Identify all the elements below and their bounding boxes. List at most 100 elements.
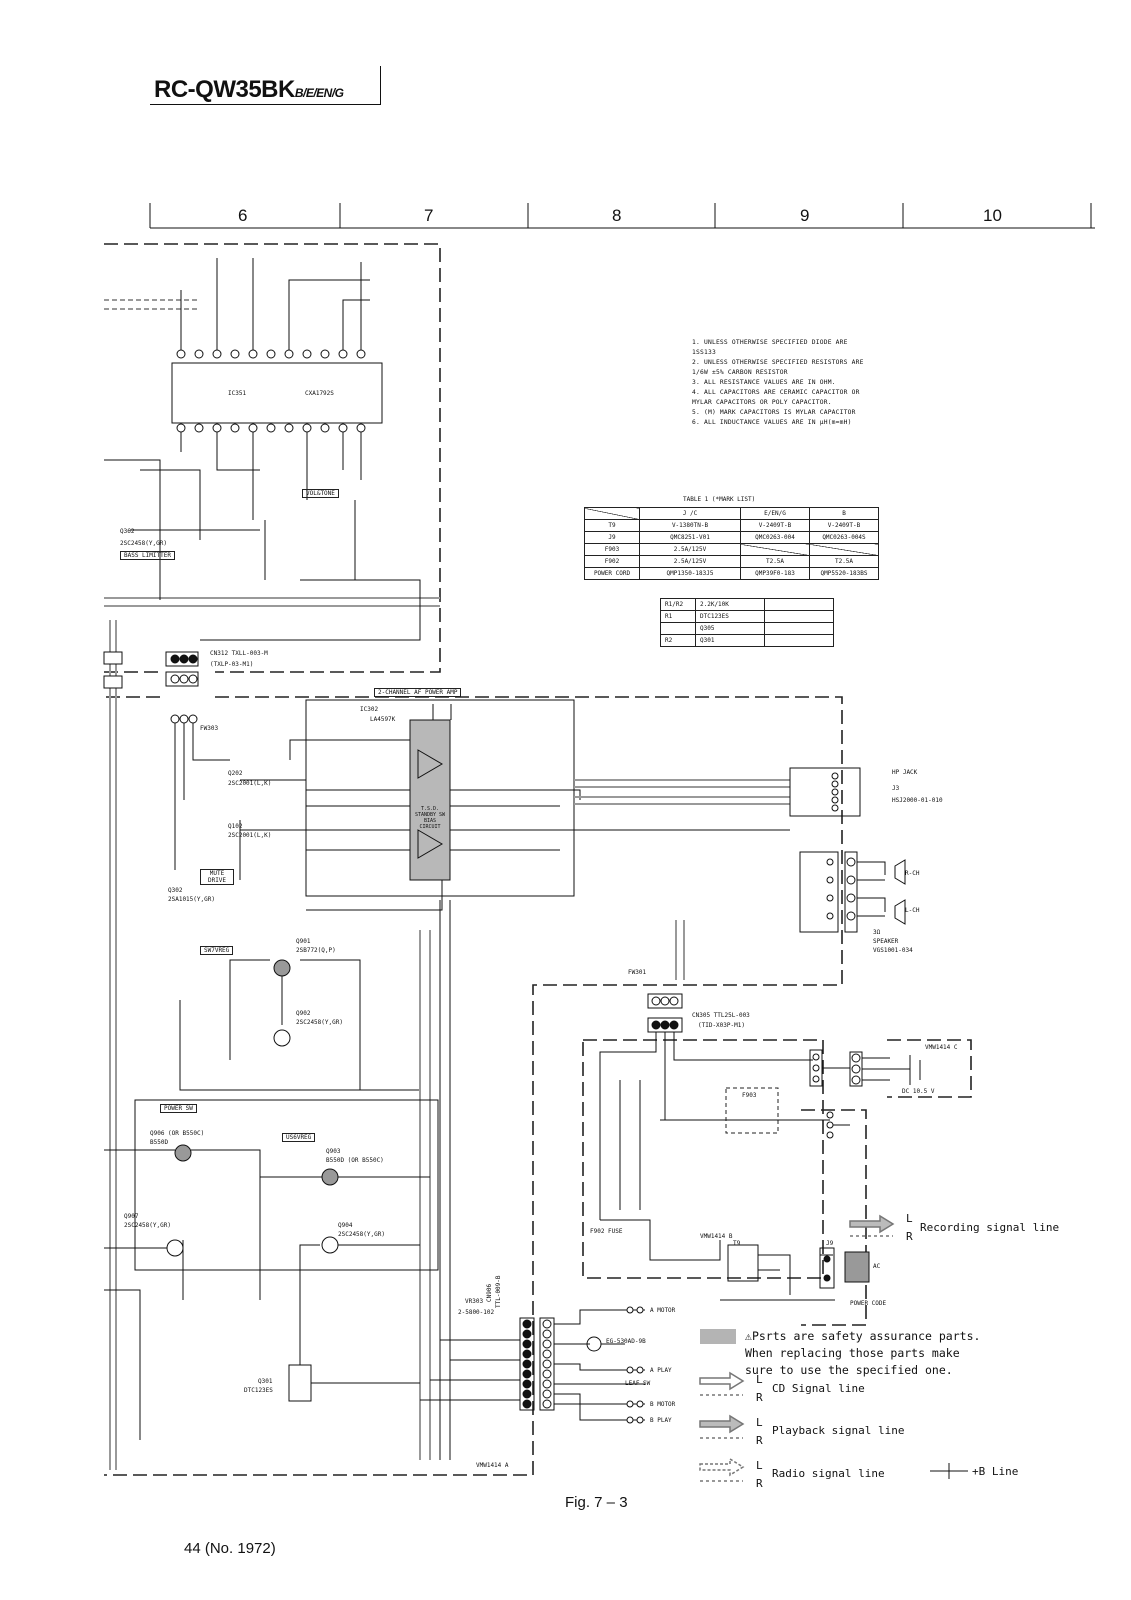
fuse-label: F902 FUSE bbox=[590, 1228, 623, 1235]
q906-part: B550D bbox=[150, 1139, 169, 1146]
b-line-symbol bbox=[930, 1463, 968, 1479]
sw7vreg-label: SW7VREG bbox=[200, 946, 234, 955]
f903-label: F903 bbox=[742, 1092, 757, 1099]
vr303-label: VR303 bbox=[465, 1298, 484, 1305]
safety-line: sure to use the specified one. bbox=[745, 1363, 953, 1377]
q904-part: 2SC2458(Y,GR) bbox=[338, 1231, 385, 1238]
b-play-label: B PLAY bbox=[650, 1417, 672, 1424]
q102-part: 2SC2001(L,K) bbox=[228, 832, 272, 839]
q102-label: Q102 bbox=[228, 823, 243, 830]
q302-label: Q302 bbox=[168, 887, 183, 894]
table-cell: B bbox=[809, 507, 879, 520]
ic302-opamps bbox=[417, 749, 443, 859]
table-row: Q305 bbox=[660, 622, 834, 635]
power-sw-label: POWER SW bbox=[160, 1104, 197, 1113]
ac-label: AC bbox=[873, 1263, 881, 1270]
note-line: 1. UNLESS OTHERWISE SPECIFIED DIODE ARE bbox=[692, 339, 848, 346]
vmw1414-c-label: VMW1414 C bbox=[925, 1044, 958, 1051]
table-cell: Q301 bbox=[695, 634, 765, 647]
ic302-body bbox=[409, 719, 451, 881]
dc-label: DC 10.5 V bbox=[902, 1088, 935, 1095]
ic351-block bbox=[104, 258, 421, 641]
a-motor-label: A MOTOR bbox=[650, 1307, 676, 1314]
model-suffix: B/E/EN/G bbox=[294, 86, 344, 100]
legend-recording: Recording signal line bbox=[920, 1221, 1060, 1234]
table-cell: T9 bbox=[584, 519, 640, 532]
figure-caption: Fig. 7 – 3 bbox=[565, 1494, 628, 1511]
table-cell bbox=[764, 610, 834, 623]
power-code-label: POWER CODE bbox=[850, 1300, 887, 1307]
q362-label: Q362 bbox=[120, 528, 135, 535]
warning-icon: ⚠ bbox=[745, 1329, 752, 1343]
safety-swatch bbox=[700, 1329, 736, 1344]
table-cell: QMC0263-004 bbox=[740, 531, 810, 544]
legend-arrows bbox=[699, 1214, 895, 1482]
ic302-label: IC302 bbox=[360, 706, 379, 713]
note-line: 3. ALL RESISTANCE VALUES ARE IN OHM. bbox=[692, 379, 836, 386]
safety-line: When replacing those parts make bbox=[745, 1346, 960, 1360]
table-cell: T2.5A bbox=[809, 555, 879, 568]
q362-part: 2SC2458(Y,GR) bbox=[120, 540, 167, 547]
safety-line: ⚠Psrts are safety assurance parts. bbox=[745, 1329, 981, 1343]
output-signal-lines bbox=[574, 779, 790, 805]
header-rule bbox=[150, 104, 380, 105]
table-cell: F902 bbox=[584, 555, 640, 568]
q202-part: 2SC2001(L,K) bbox=[228, 780, 272, 787]
b-motor-label: B MOTOR bbox=[650, 1401, 676, 1408]
signal-bus-left bbox=[104, 299, 440, 1470]
ic302-part: LA4597K bbox=[370, 716, 396, 723]
q902-part: 2SC2458(Y,GR) bbox=[296, 1019, 343, 1026]
table-row: J /C E/EN/G B bbox=[584, 507, 879, 520]
note-line: 5. (M) MARK CAPACITORS IS MYLAR CAPACITO… bbox=[692, 409, 856, 416]
table-cell: E/EN/G bbox=[740, 507, 810, 520]
legend-r-mark: R bbox=[756, 1391, 763, 1404]
standby-label: T.S.D. STANDBY SW BIAS CIRCUIT bbox=[414, 806, 446, 830]
column-6: 6 bbox=[238, 206, 248, 225]
q907-label: Q907 bbox=[124, 1213, 139, 1220]
a-play-label: A PLAY bbox=[650, 1367, 672, 1374]
vmw1414-b-label: VMW1414 B bbox=[700, 1233, 733, 1240]
q302-part: 2SA1015(Y,GR) bbox=[168, 896, 215, 903]
power-amp-label: 2-CHANNEL AF POWER AMP bbox=[374, 688, 462, 697]
cn312-sub: (TXLP-03-M1) bbox=[210, 661, 254, 668]
vol-tone-label: VOL&TONE bbox=[302, 489, 339, 498]
table-cell: QMP39F0-183 bbox=[740, 567, 810, 580]
q901-part: 2SB772(Q,P) bbox=[296, 947, 336, 954]
q902-label: Q902 bbox=[296, 1010, 311, 1017]
table-cell: J /C bbox=[639, 507, 741, 520]
power-sw-section bbox=[104, 1099, 439, 1440]
cn305-sub: (TID-X03P-M1) bbox=[698, 1022, 745, 1029]
table-cell: R1/R2 bbox=[660, 598, 696, 611]
ic351-part: CXA1792S bbox=[305, 390, 334, 397]
table-cell bbox=[584, 507, 640, 520]
us6vreg-label: US6VREG bbox=[282, 1133, 316, 1142]
table-cell: R2 bbox=[660, 634, 696, 647]
table-cell: QMC0263-004S bbox=[809, 531, 879, 544]
j3-label: J3 bbox=[892, 785, 900, 792]
table-cell: 2.5A/125V bbox=[639, 543, 741, 556]
cn312-connector bbox=[103, 651, 199, 724]
cn305-label: CN305 TTL25L-003 bbox=[692, 1012, 750, 1019]
q906-label: Q906 (OR B550C) bbox=[150, 1130, 205, 1137]
power-amp-wiring bbox=[174, 699, 581, 911]
page-number: 44 (No. 1972) bbox=[184, 1540, 276, 1557]
legend-l-mark: L bbox=[756, 1459, 763, 1472]
note-line: MYLAR CAPACITORS OR POLY CAPACITOR. bbox=[692, 399, 832, 406]
table-cell bbox=[764, 598, 834, 611]
notes-list: 1. UNLESS OTHERWISE SPECIFIED DIODE ARE … bbox=[692, 338, 864, 428]
table-cell: QMP1350-183J5 bbox=[639, 567, 741, 580]
table-cell bbox=[740, 543, 810, 556]
table-cell: V-2409T-B bbox=[809, 519, 879, 532]
safety-notice: ⚠Psrts are safety assurance parts. When … bbox=[745, 1328, 980, 1379]
q901-label: Q901 bbox=[296, 938, 311, 945]
header-vrule bbox=[380, 66, 381, 105]
